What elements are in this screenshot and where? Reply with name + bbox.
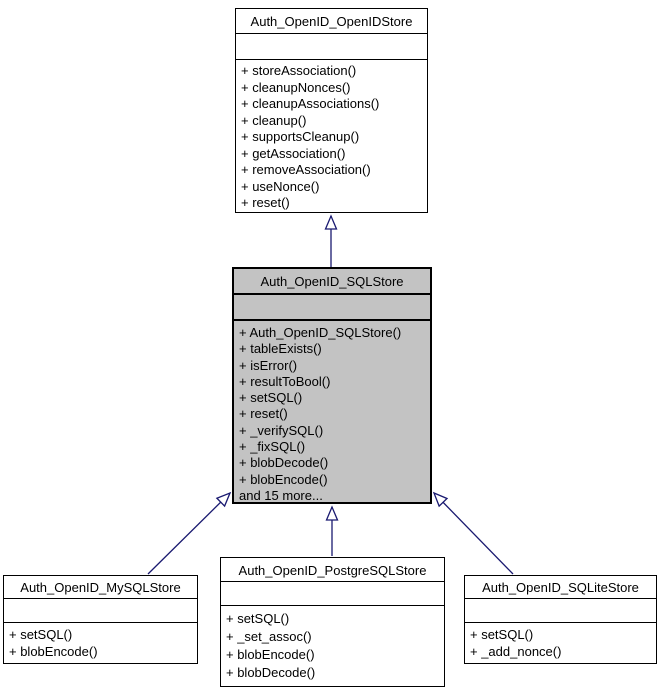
class-name: Auth_OpenID_MySQLStore xyxy=(4,576,197,599)
class-name: Auth_OpenID_PostgreSQLStore xyxy=(221,558,444,582)
more-methods-label: and 15 more... xyxy=(239,487,323,503)
method-label: + Auth_OpenID_SQLStore() xyxy=(239,325,402,340)
method-label: + tableExists() xyxy=(239,341,322,357)
attributes-compartment xyxy=(465,599,656,623)
method-label: + cleanupNonces() xyxy=(241,79,351,95)
method-label: + reset() xyxy=(239,406,288,422)
method-label: + blobEncode() xyxy=(239,471,328,487)
attributes-compartment xyxy=(221,582,444,606)
method-label: + cleanupAssociations() xyxy=(241,96,380,111)
class-name: Auth_OpenID_SQLStore xyxy=(234,269,430,295)
method-label: + setSQL() xyxy=(9,627,73,642)
method-label: + _add_nonce() xyxy=(470,644,562,659)
inheritance-arrow-sqlitestore-to-sqlstore xyxy=(432,491,514,575)
method-label: + setSQL() xyxy=(470,627,534,642)
attributes-compartment xyxy=(236,34,427,60)
method-label: + blobDecode() xyxy=(239,455,329,471)
class-node-openidstore[interactable]: Auth_OpenID_OpenIDStore + storeAssociati… xyxy=(235,8,428,213)
method-label: + useNonce() xyxy=(241,178,320,194)
method-label: + _fixSQL() xyxy=(239,439,306,455)
method-label: + reset() xyxy=(241,195,290,210)
attributes-compartment xyxy=(234,295,430,321)
method-label: + isError() xyxy=(239,357,298,373)
method-label: + _set_assoc() xyxy=(226,629,312,644)
method-label: + removeAssociation() xyxy=(241,162,371,177)
method-label: + supportsCleanup() xyxy=(241,129,360,144)
method-label: + setSQL() xyxy=(226,611,290,626)
class-node-postgresqlstore[interactable]: Auth_OpenID_PostgreSQLStore + setSQL() +… xyxy=(220,557,445,687)
methods-compartment: + Auth_OpenID_SQLStore() + tableExists()… xyxy=(234,321,430,503)
method-label: + storeAssociation() xyxy=(241,63,357,78)
method-label: + blobDecode() xyxy=(226,665,316,680)
class-name: Auth_OpenID_SQLiteStore xyxy=(465,576,656,599)
methods-compartment: + setSQL() + _set_assoc() + blobEncode()… xyxy=(221,606,444,682)
methods-compartment: + setSQL() + blobEncode() xyxy=(4,623,197,660)
method-label: + blobEncode() xyxy=(9,644,98,659)
method-label: + cleanup() xyxy=(241,112,307,128)
method-label: + _verifySQL() xyxy=(239,422,324,438)
methods-compartment: + setSQL() + _add_nonce() xyxy=(465,623,656,660)
class-name: Auth_OpenID_OpenIDStore xyxy=(236,9,427,34)
methods-compartment: + storeAssociation() + cleanupNonces() +… xyxy=(236,60,427,212)
method-label: + blobEncode() xyxy=(226,647,315,662)
method-label: + getAssociation() xyxy=(241,145,346,161)
attributes-compartment xyxy=(4,599,197,623)
class-node-mysqlstore[interactable]: Auth_OpenID_MySQLStore + setSQL() + blob… xyxy=(3,575,198,664)
method-label: + setSQL() xyxy=(239,390,303,406)
method-label: + resultToBool() xyxy=(239,373,331,389)
inheritance-arrow-mysqlstore-to-sqlstore xyxy=(147,491,232,575)
class-node-sqlstore[interactable]: Auth_OpenID_SQLStore + Auth_OpenID_SQLSt… xyxy=(232,267,432,504)
class-node-sqlitestore[interactable]: Auth_OpenID_SQLiteStore + setSQL() + _ad… xyxy=(464,575,657,664)
